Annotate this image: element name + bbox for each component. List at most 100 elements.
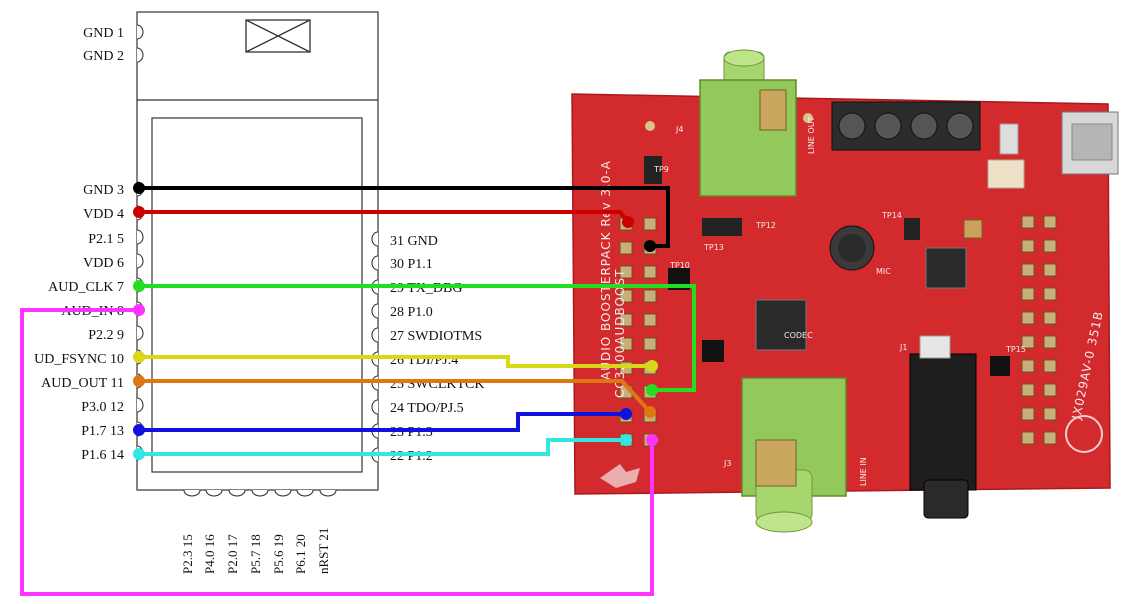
pin-label-18: P5.7 18 — [248, 534, 263, 574]
p16-wire — [133, 434, 632, 460]
castellation-right-28 — [371, 303, 379, 319]
pin-label-2: GND 2 — [83, 49, 124, 64]
pin-label-12: P3.0 12 — [81, 400, 124, 415]
line-out-jack-icon — [699, 49, 797, 197]
pin-label-15: P2.3 15 — [180, 534, 195, 574]
header-pin-right-a-8 — [1021, 407, 1035, 421]
wires — [20, 182, 696, 596]
pin-label-30: 30 P1.1 — [390, 257, 433, 272]
board-subtitle-silk: CC3200AUDBOOST — [613, 269, 627, 398]
header-pin-right-b-6 — [1043, 359, 1057, 373]
header-pins-right — [1021, 215, 1057, 445]
codec-chip-icon — [702, 123, 1025, 351]
ti-logo-icon — [600, 415, 1103, 488]
headphone-jack-icon — [909, 335, 977, 519]
header-pin-right-b-8 — [1043, 407, 1057, 421]
bottom-castellations — [183, 489, 337, 497]
castellation-right-31 — [371, 231, 379, 247]
header-pin-left-b-2 — [643, 265, 657, 279]
castellation-bottom-18 — [251, 489, 269, 497]
header-pin-left-b-0 — [643, 217, 657, 231]
castellation-left-12 — [136, 397, 144, 413]
header-pin-right-b-7 — [1043, 383, 1057, 397]
tp15-silk: TP15 — [1005, 345, 1026, 354]
pin-label-10: UD_FSYNC 10 — [34, 352, 124, 367]
tp14-silk: TP14 — [881, 211, 902, 220]
p17-wire — [133, 408, 632, 436]
header-pin-right-b-5 — [1043, 335, 1057, 349]
left-pin-labels: GND 1 GND 2 GND 3 VDD 4 P2.1 5 VDD 6 AUD… — [34, 26, 124, 463]
castellation-left-1 — [136, 24, 144, 40]
pin-label-6: VDD 6 — [83, 256, 124, 271]
header-pin-right-b-1 — [1043, 239, 1057, 253]
header-pin-right-b-0 — [1043, 215, 1057, 229]
antenna-icon — [245, 19, 311, 53]
tp10-silk: TP10 — [669, 261, 690, 270]
module-outline — [136, 11, 379, 497]
pin-label-22: 22 P1.2 — [390, 449, 433, 464]
pin-label-31: 31 GND — [390, 234, 438, 249]
pin-label-1: GND 1 — [83, 26, 124, 41]
castellation-left-2 — [136, 47, 144, 63]
header-pin-right-a-2 — [1021, 263, 1035, 277]
pin-label-16: P4.0 16 — [202, 534, 217, 574]
audio-boosterpack-board: AUDIO BOOSTERPACK Rev 3.0-A CC3200AUDBOO… — [571, 49, 1119, 533]
aud-in-wire — [20, 304, 658, 596]
pin-label-27: 27 SWDIOTMS — [390, 329, 482, 344]
mic-silk: MIC — [876, 267, 891, 276]
pin-label-4: VDD 4 — [83, 207, 124, 222]
header-pin-right-a-7 — [1021, 383, 1035, 397]
header-pin-left-a-2 — [619, 265, 633, 279]
castellation-bottom-16 — [205, 489, 223, 497]
pin-label-13: P1.7 13 — [81, 424, 124, 439]
pin-label-9: P2.2 9 — [88, 328, 124, 343]
pin-label-7: AUD_CLK 7 — [48, 280, 124, 295]
pin-label-20: P6.1 20 — [293, 534, 308, 574]
castellation-bottom-19 — [274, 489, 292, 497]
header-pin-right-b-3 — [1043, 287, 1057, 301]
castellation-left-5 — [136, 229, 144, 245]
pin-label-23: 23 P1.3 — [390, 425, 433, 440]
header-pin-left-b-4 — [643, 313, 657, 327]
header-pin-left-b-5 — [643, 337, 657, 351]
castellation-bottom-17 — [228, 489, 246, 497]
line-in-silk: LINE IN — [859, 457, 868, 486]
pin-label-29: 29 TX_DBG — [390, 281, 462, 296]
fsync-wire — [133, 351, 658, 372]
header-pin-right-b-9 — [1043, 431, 1057, 445]
castellation-left-9 — [136, 325, 144, 341]
pin-label-11: AUD_OUT 11 — [41, 376, 124, 391]
castellation-right-24 — [371, 399, 379, 415]
codec-silk: CODEC — [784, 331, 813, 340]
header-pin-right-a-9 — [1021, 431, 1035, 445]
header-pin-left-b-3 — [643, 289, 657, 303]
gnd-wire — [133, 182, 670, 252]
tp13-silk: TP13 — [703, 243, 724, 252]
castellation-bottom-15 — [183, 489, 201, 497]
screw-terminal-block — [831, 101, 981, 151]
header-pin-left-a-1 — [619, 241, 633, 255]
aud-out-wire — [133, 375, 656, 418]
aud-clk-wire — [133, 280, 696, 396]
header-pin-left-a-3 — [619, 289, 633, 303]
line-in-jack-icon — [741, 377, 847, 533]
pin-label-5: P2.1 5 — [88, 232, 124, 247]
header-pin-left-a-4 — [619, 313, 633, 327]
pin-label-28: 28 P1.0 — [390, 305, 433, 320]
pin-label-3: GND 3 — [83, 183, 124, 198]
usb-connector-icon — [1061, 111, 1119, 175]
header-pin-right-a-6 — [1021, 359, 1035, 373]
bottom-pin-labels: P2.3 15 P4.0 16 P2.0 17 P5.7 18 P5.6 19 … — [180, 528, 331, 574]
right-pin-labels: 31 GND 30 P1.1 29 TX_DBG 28 P1.0 27 SWDI… — [390, 234, 485, 464]
microphone-icon — [829, 225, 875, 271]
pin-label-19: P5.6 19 — [271, 534, 286, 574]
line-out-silk: LINE OUT — [807, 116, 816, 154]
castellation-bottom-21 — [319, 489, 337, 497]
header-pin-right-a-5 — [1021, 335, 1035, 349]
header-pin-left-a-5 — [619, 337, 633, 351]
castellation-right-27 — [371, 327, 379, 343]
header-pin-right-a-0 — [1021, 215, 1035, 229]
castellation-right-30 — [371, 255, 379, 271]
header-pin-right-a-3 — [1021, 287, 1035, 301]
